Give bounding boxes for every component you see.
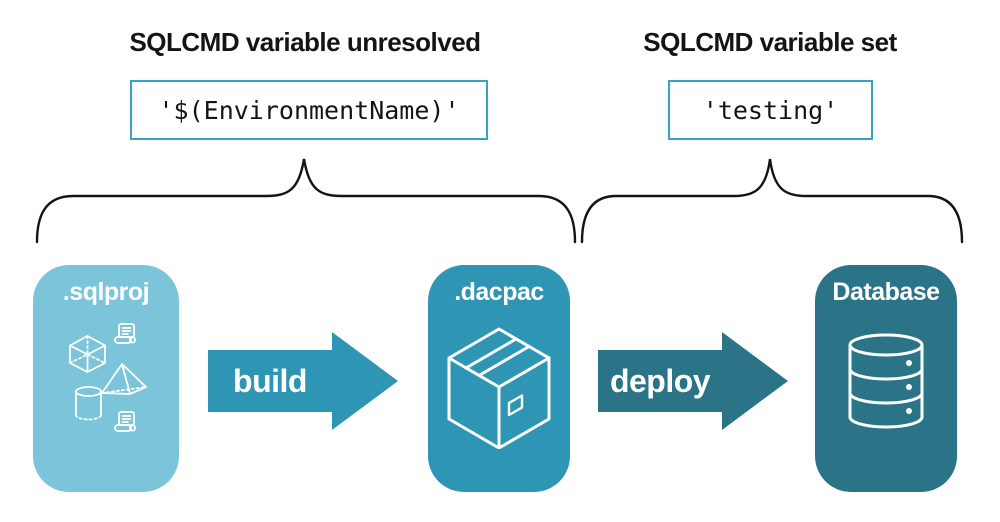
pyramid-icon bbox=[101, 363, 147, 395]
sql-project-objects-icon bbox=[69, 323, 147, 432]
build-arrow: build bbox=[208, 332, 398, 430]
build-arrow-label: build bbox=[233, 362, 307, 399]
code-box-testing-value: 'testing' bbox=[668, 80, 873, 140]
stage-dacpac-label: .dacpac bbox=[454, 278, 544, 306]
deploy-arrow: deploy bbox=[598, 332, 788, 430]
script-scroll-icon bbox=[114, 411, 137, 432]
right-arrow-icon bbox=[208, 332, 398, 430]
stage-database: Database bbox=[815, 265, 957, 492]
deploy-arrow-label: deploy bbox=[609, 362, 711, 399]
package-box-icon bbox=[447, 327, 551, 449]
code-box-environment-variable: '$(EnvironmentName)' bbox=[130, 80, 488, 140]
cylinder-icon bbox=[75, 386, 102, 421]
heading-sqlcmd-set: SQLCMD variable set bbox=[643, 27, 897, 57]
code-text-environment-variable: '$(EnvironmentName)' bbox=[158, 95, 460, 125]
stage-database-label: Database bbox=[832, 278, 940, 306]
right-arrow-icon bbox=[598, 332, 788, 430]
code-text-testing-value: 'testing' bbox=[702, 95, 839, 125]
stage-sqlproj: .sqlproj bbox=[33, 265, 179, 492]
heading-sqlcmd-unresolved: SQLCMD variable unresolved bbox=[129, 27, 481, 57]
stage-dacpac: .dacpac bbox=[428, 265, 570, 492]
curly-brace-right-icon bbox=[580, 158, 964, 244]
database-cylinder-icon bbox=[848, 333, 924, 429]
curly-brace-left-icon bbox=[35, 158, 577, 244]
script-scroll-icon bbox=[114, 323, 137, 344]
stage-sqlproj-label: .sqlproj bbox=[62, 278, 150, 306]
cube-icon bbox=[69, 335, 106, 373]
